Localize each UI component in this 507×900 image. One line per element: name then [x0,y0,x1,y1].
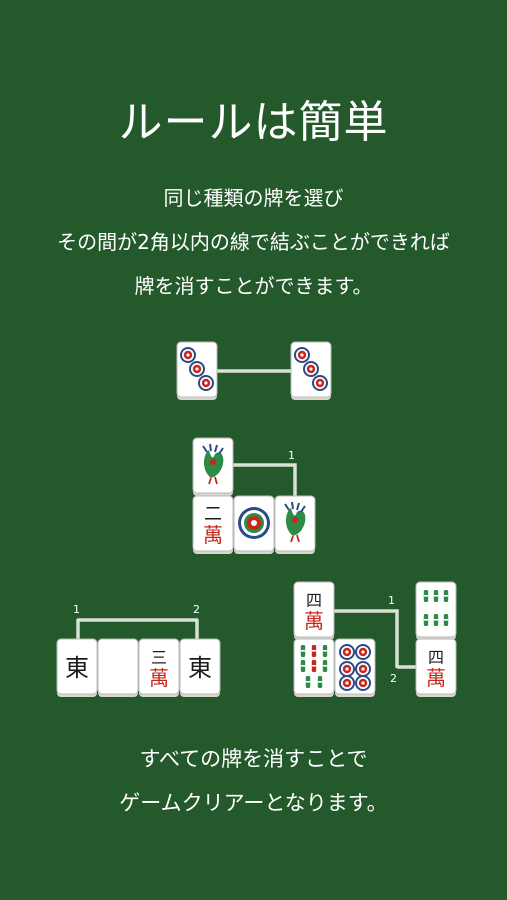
tile-man-label: 萬 [304,609,324,633]
tile-east-label: 東 [65,654,89,682]
tile-number-label: 三 [151,648,167,667]
tile-two-man[interactable]: 二 萬 [192,495,234,555]
tile-blank[interactable] [97,638,139,698]
tile-eight-bamboo[interactable] [293,638,335,698]
route-one-bend [231,463,297,499]
route-two-bend-east [76,618,199,641]
tile-circles-3-right[interactable] [290,341,332,401]
footer-line-2: ゲームクリアーとなります。 [119,791,388,815]
tile-three-man[interactable]: 三 萬 [138,638,180,698]
rule-line-3: 牌を消すことができます。 [134,274,373,298]
tile-number-label: 四 [428,648,444,667]
route-two-bend-four [333,609,418,669]
footer-line-1: すべての牌を消すことで [139,747,368,771]
bend-count-label: 1 [288,449,295,462]
tile-man-label: 萬 [426,666,446,690]
tile-six-circle[interactable] [334,638,376,698]
tile-east-label: 東 [188,654,212,682]
bend-b-1-label: 1 [388,594,395,607]
tile-six-bamboo[interactable] [415,581,457,641]
tile-number-label: 四 [306,591,322,610]
tile-circles-3-left[interactable] [176,341,218,401]
page-title: ルールは簡単 [118,97,389,148]
tile-man-label: 萬 [203,523,223,547]
tile-one-circle[interactable] [233,495,275,555]
tile-number-label: 二 [204,504,222,525]
bend-b-2-label: 2 [390,672,397,685]
tile-bird-top[interactable] [192,437,234,497]
tile-bird-right[interactable] [274,495,316,555]
rule-line-1: 同じ種類の牌を選び [163,186,344,210]
bend-a-1-label: 1 [73,603,80,616]
tile-east-right[interactable]: 東 [179,638,221,698]
tile-east-left[interactable]: 東 [56,638,98,698]
tile-four-man-right[interactable]: 四 萬 [415,638,457,698]
tile-four-man-top[interactable]: 四 萬 [293,581,335,641]
tile-man-label: 萬 [149,666,169,690]
rule-line-2: その間が2角以内の線で結ぶことができれば [57,230,450,254]
bend-a-2-label: 2 [193,603,200,616]
